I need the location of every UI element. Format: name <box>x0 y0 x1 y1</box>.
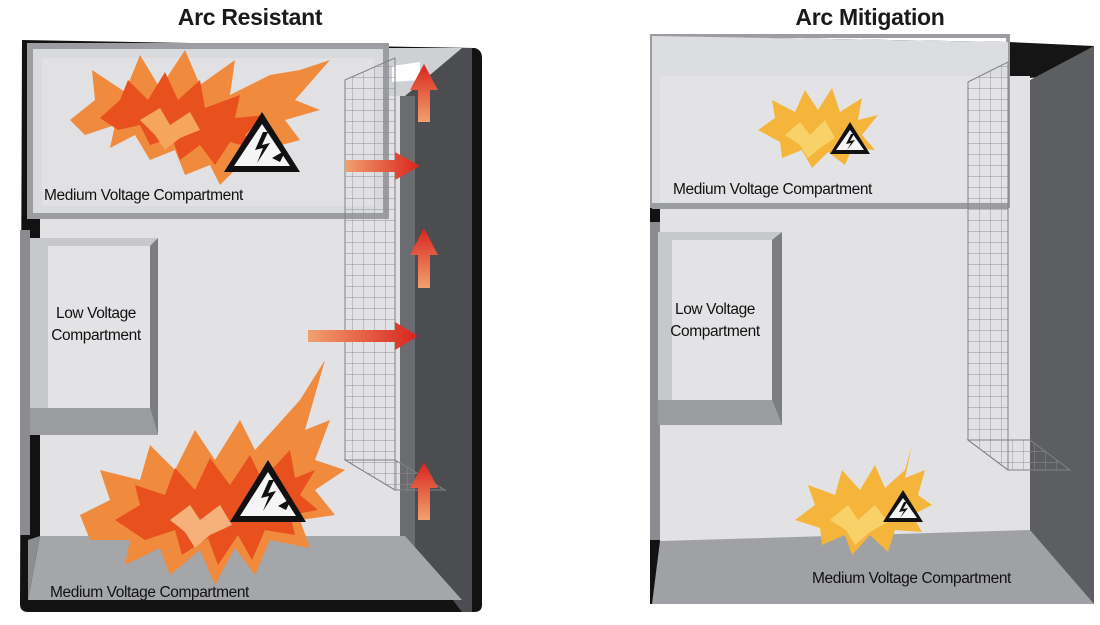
left-low-voltage-line2: Compartment <box>51 327 141 344</box>
bottom-arc-flame-mitigated <box>795 445 932 555</box>
arc-resistant-title: Arc Resistant <box>177 4 323 30</box>
pressure-vent-arrow-icon <box>308 322 418 350</box>
arc-mitigation-title: Arc Mitigation <box>795 4 945 30</box>
right-bottom-compartment-label: Medium Voltage Compartment <box>812 570 1011 587</box>
right-low-voltage-line2: Compartment <box>670 323 760 340</box>
pressure-vent-arrow-icon <box>410 228 438 288</box>
arc-flash-warning-icon <box>230 460 306 522</box>
mesh-barrier <box>967 61 1009 471</box>
vent-opening <box>392 62 420 82</box>
right-low-voltage-line1: Low Voltage <box>674 301 756 318</box>
arc-mitigation-enclosure <box>650 34 1094 604</box>
left-low-voltage-label: Low Voltage Compartment <box>40 303 152 347</box>
arc-flash-warning-icon <box>830 122 870 154</box>
left-top-compartment-label: Medium Voltage Compartment <box>44 187 243 204</box>
right-top-compartment-label: Medium Voltage Compartment <box>673 181 872 198</box>
left-low-voltage-line1: Low Voltage <box>55 305 137 322</box>
arc-flash-warning-icon <box>224 112 300 172</box>
arc-flash-warning-icon <box>883 490 923 522</box>
mesh-barrier <box>344 57 396 491</box>
left-bottom-compartment-label: Medium Voltage Compartment <box>50 584 249 601</box>
side-wall <box>1030 46 1094 604</box>
pressure-vent-arrow-icon <box>410 64 438 122</box>
pressure-vent-arrow-icon <box>345 152 420 180</box>
arc-resistant-enclosure <box>20 40 482 612</box>
floor <box>652 530 1094 604</box>
right-low-voltage-label: Low Voltage Compartment <box>662 299 768 343</box>
pressure-vent-arrow-icon <box>410 462 438 520</box>
